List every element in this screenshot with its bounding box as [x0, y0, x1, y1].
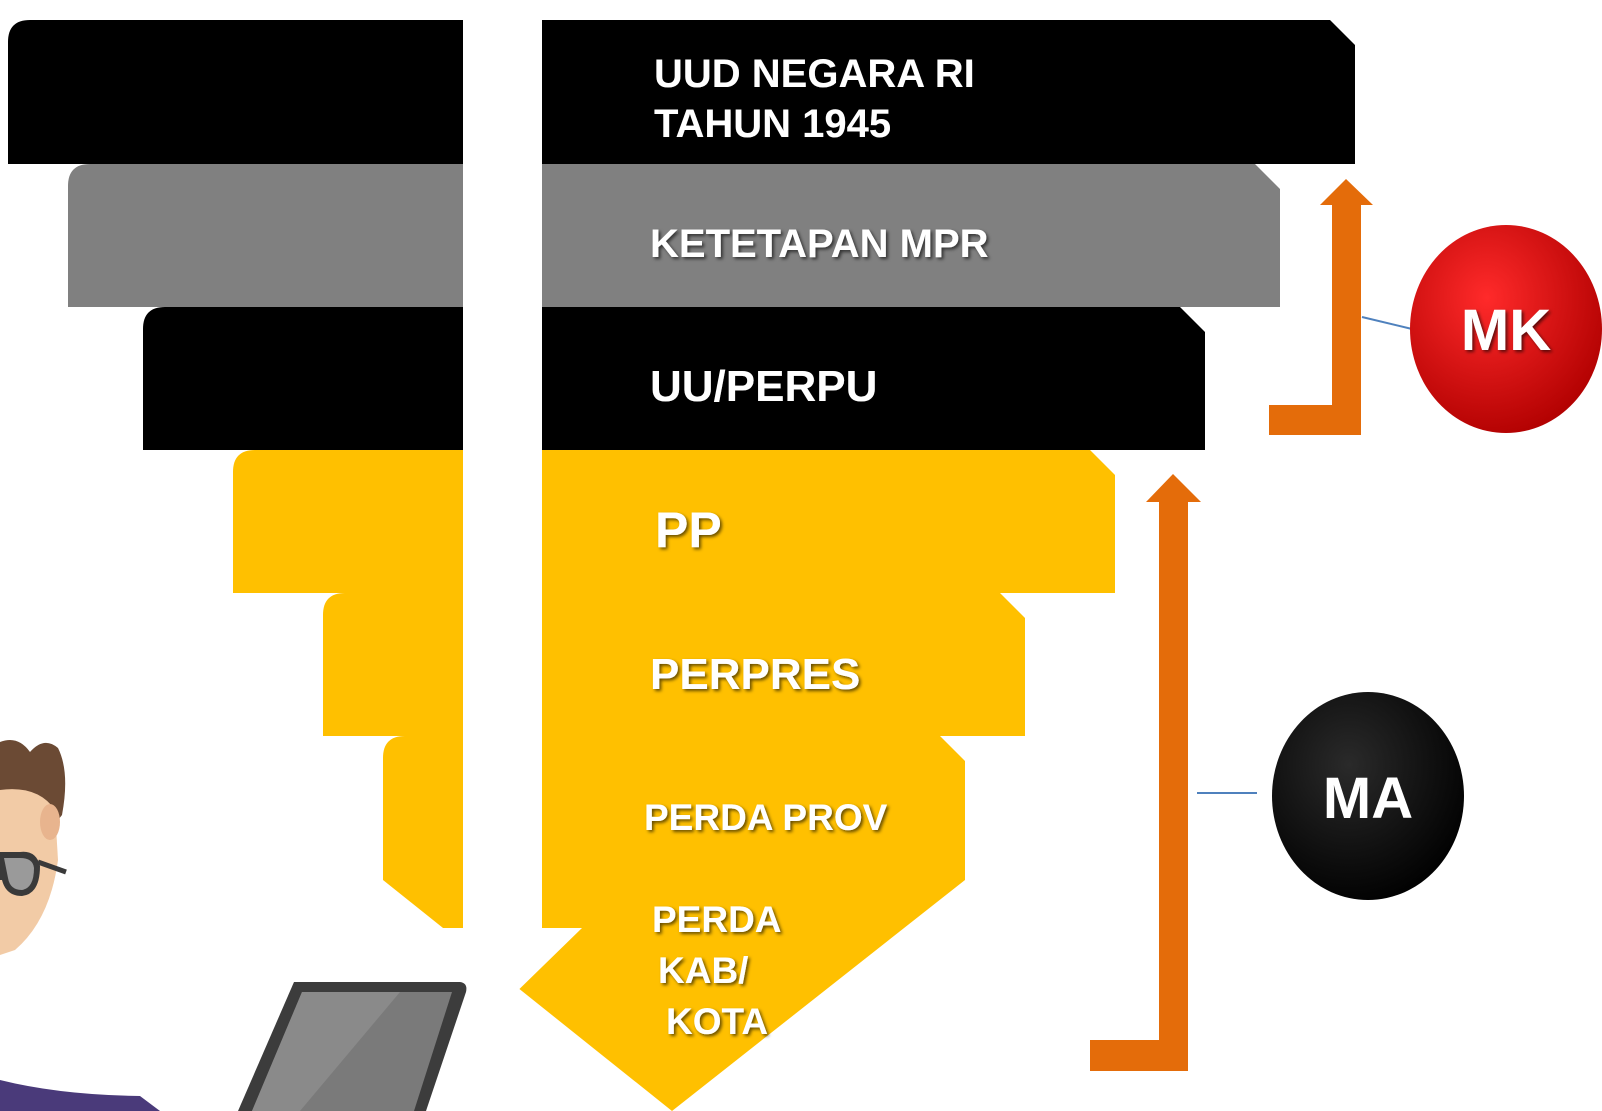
- mk-label: MK: [1461, 298, 1551, 363]
- level-label-perda-kab-line2: KAB/: [658, 950, 748, 991]
- person-with-laptop-illustration: [0, 739, 467, 1111]
- level-label-uud-line2: TAHUN 1945: [654, 102, 891, 146]
- person-body: [0, 1080, 160, 1111]
- ma-label: MA: [1323, 766, 1413, 831]
- level-label-uu-perpu: UU/PERPU: [650, 362, 877, 411]
- level-band-uu-perpu: [143, 307, 1205, 450]
- mk-review-bracket: [1269, 179, 1373, 435]
- down-arrow: [422, 0, 582, 1006]
- level-label-uud-line1: UUD NEGARA RI: [654, 52, 975, 96]
- level-label-perda-prov: PERDA PROV: [644, 797, 888, 838]
- level-label-perda-kab-line3: KOTA: [666, 1001, 768, 1042]
- level-label-tap-mpr: KETETAPAN MPR: [650, 222, 989, 266]
- level-band-uud: [8, 20, 1355, 164]
- person-ear: [40, 804, 60, 840]
- level-band-pp: [233, 450, 1115, 593]
- level-label-pp: PP: [655, 502, 722, 558]
- level-label-perpres: PERPRES: [650, 650, 860, 699]
- level-band-tap-mpr: [68, 164, 1280, 307]
- ma-circle: [1272, 692, 1464, 900]
- mk-connector-line: [1361, 316, 1413, 330]
- level-label-perda-kab-line1: PERDA: [652, 899, 782, 940]
- mk-circle: [1410, 225, 1602, 433]
- ma-review-bracket: [1090, 474, 1201, 1071]
